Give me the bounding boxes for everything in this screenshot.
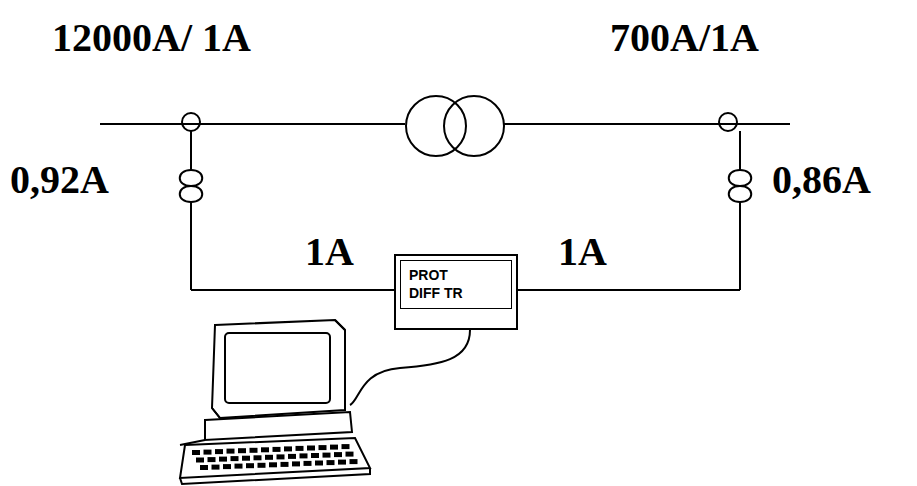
keyboard-key [300, 453, 308, 458]
keyboard-key [338, 460, 346, 465]
keyboard-key [261, 447, 269, 452]
rating-label: 1A [305, 232, 354, 272]
keyboard-key [334, 452, 342, 457]
keyboard-key [277, 454, 285, 459]
keyboard-key [200, 465, 208, 470]
keyboard-key [269, 462, 277, 467]
keyboard-key [327, 460, 335, 465]
keyboard-key [208, 457, 216, 462]
keyboard-key [258, 463, 266, 468]
rating-label: 0,86A [772, 160, 871, 200]
keyboard-key [242, 456, 250, 461]
keyboard-key [215, 449, 223, 454]
keyboard-key [246, 463, 254, 468]
keyboard-key [350, 459, 358, 464]
keyboard-key [311, 453, 319, 458]
keyboard-key [330, 445, 338, 450]
rating-label: 1A [558, 232, 607, 272]
keyboard-key [219, 457, 227, 462]
keyboard-key [342, 444, 350, 449]
keyboard-key [346, 452, 354, 457]
keyboard-key [227, 449, 235, 454]
keyboard-key [231, 456, 239, 461]
keyboard-key [323, 453, 331, 458]
keyboard-key [319, 445, 327, 450]
keyboard-key [281, 462, 289, 467]
keyboard-key [265, 455, 273, 460]
keyboard-key [223, 464, 231, 469]
relay-text: PROT DIFF TR [409, 267, 475, 302]
keyboard-key [192, 450, 200, 455]
keyboard-key [307, 446, 315, 451]
keyboard-key [296, 446, 304, 451]
keyboard-key [288, 454, 296, 459]
keyboard-key [238, 448, 246, 453]
rating-label: 700A/1A [610, 18, 759, 58]
keyboard-key [254, 455, 262, 460]
relay-box: PROT DIFF TR [394, 254, 518, 330]
keyboard-key [284, 446, 292, 451]
keyboard-key [196, 458, 204, 463]
relay-inner-frame: PROT DIFF TR [400, 260, 512, 309]
rating-label: 12000A/ 1A [52, 18, 251, 58]
keyboard-key [292, 461, 300, 466]
keyboard-key [250, 448, 258, 453]
rating-label: 0,92A [10, 160, 109, 200]
keyboard-key [235, 464, 243, 469]
keyboard-key [273, 447, 281, 452]
keyboard-key [212, 465, 220, 470]
keyboard-key [304, 461, 312, 466]
keyboard-key [204, 450, 212, 455]
keyboard-key [315, 461, 323, 466]
